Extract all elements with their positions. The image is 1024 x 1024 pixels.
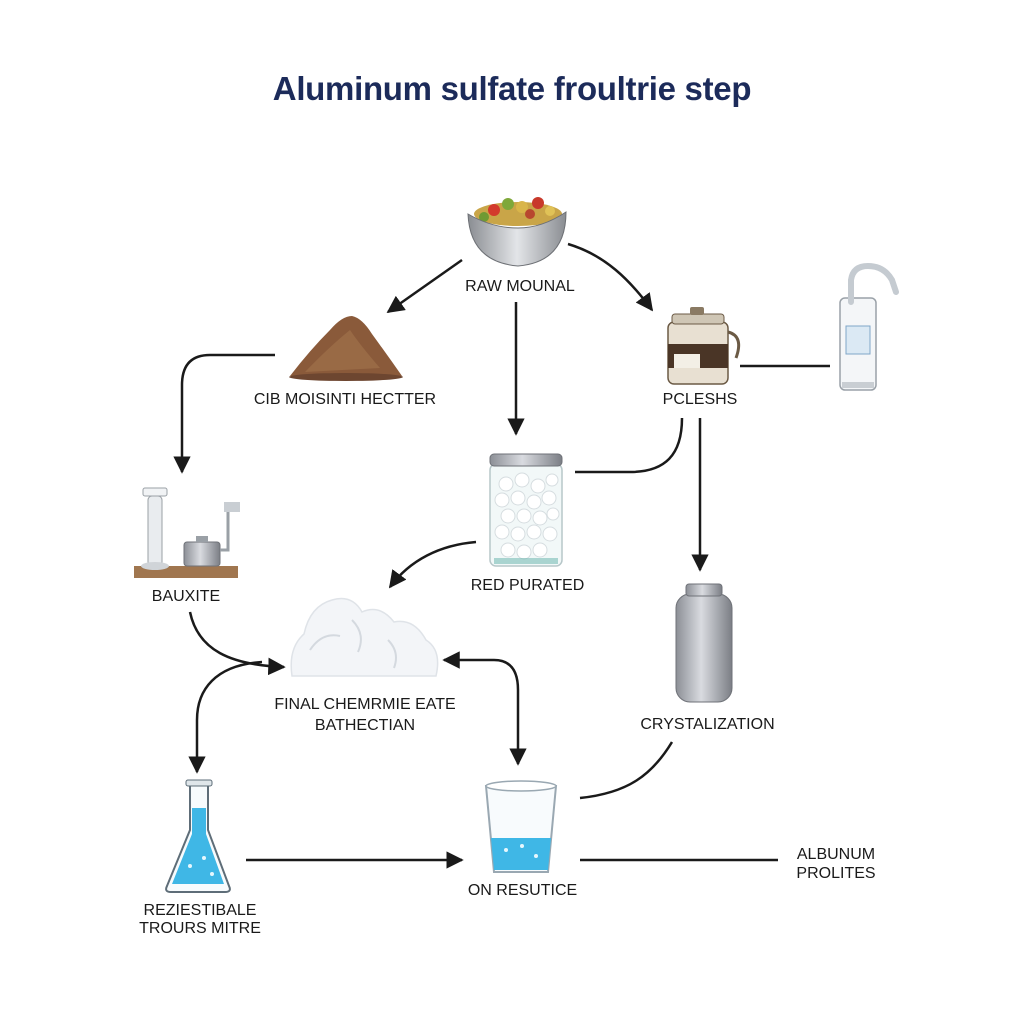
label-pcleshs: PCLESHS [662, 391, 738, 408]
faucet-filter-icon [839, 262, 899, 391]
page-title: Aluminum sulfate froultrie step [272, 70, 752, 107]
label-reziestibale: REZIESTIBALE [143, 902, 257, 919]
label-on-resutice: ON RESUTICE [467, 882, 578, 899]
glass-jar-icon [489, 453, 563, 567]
label-crystalization: CRYSTALIZATION [640, 716, 775, 733]
label-bauxite: BAUXITE [151, 588, 221, 605]
label-cib-moisinti-hectter: CIB MOISINTI HECTTER [253, 391, 437, 408]
label-raw-mounal: RAW MOUNAL [465, 278, 575, 295]
arrow-bowl-to-powder [386, 258, 463, 314]
metal-cylinder-icon [675, 583, 733, 703]
powder-pile-icon [289, 316, 403, 381]
arrow-bauxite-to-final [188, 611, 286, 676]
arrow-powder-to-bauxite [173, 353, 275, 474]
line-jar-to-red-purated [575, 417, 684, 474]
arrow-final-beaker-double [442, 651, 527, 766]
label-trours-mitre: TROURS MITRE [139, 920, 261, 937]
label-prolites: PROLITES [796, 865, 876, 882]
arrow-final-to-flask [188, 660, 263, 774]
lab-apparatus-icon [134, 487, 240, 578]
jar-icon [667, 307, 741, 385]
beaker-icon [484, 780, 558, 873]
white-crystals-icon [290, 597, 439, 677]
label-albunum: ALBUNUM [796, 846, 876, 863]
arrow-bowl-to-jar [567, 242, 654, 312]
label-red-purated: RED PURATED [470, 577, 585, 594]
salad-bowl-icon [467, 197, 567, 267]
label-final-line1: FINAL CHEMRMIE EATE [274, 696, 456, 713]
line-crystalization-to-beaker [579, 741, 674, 800]
connectors [173, 242, 830, 869]
arrow-red-purated-to-final [388, 540, 477, 589]
label-final-line2: BATHECTIAN [314, 717, 416, 734]
erlenmeyer-flask-icon [165, 779, 231, 893]
